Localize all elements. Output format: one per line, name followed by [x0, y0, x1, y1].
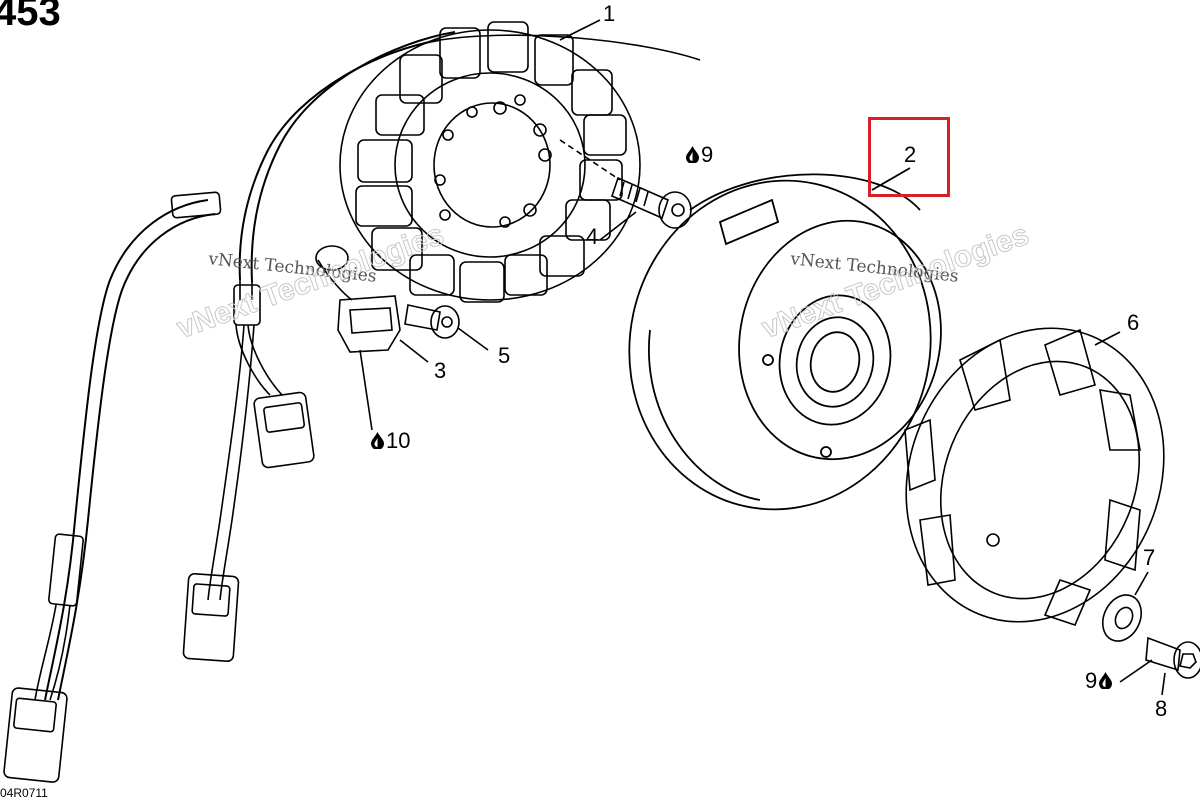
- callout-2: 2: [904, 142, 917, 167]
- callout-8: 8: [1155, 696, 1168, 721]
- page-number: 453: [0, 0, 61, 34]
- callout-9-top: 9: [684, 144, 713, 168]
- wiring-harness: [3, 31, 701, 783]
- screw-4: [559, 139, 692, 241]
- callout-7: 7: [1143, 545, 1156, 570]
- oil-drop-icon: [1097, 672, 1114, 692]
- washer-7: [1101, 571, 1149, 642]
- callout-10: 10: [369, 430, 410, 454]
- highlight-box-item-2: [868, 117, 950, 197]
- screw-5: [404, 304, 489, 351]
- reference-code: 04R0711: [0, 786, 48, 800]
- callout-5: 5: [498, 343, 511, 368]
- oil-drop-icon: [684, 146, 701, 166]
- callout-6: 6: [1127, 310, 1140, 335]
- pickup-sensor: [315, 245, 401, 431]
- flywheel-rotor: [628, 167, 942, 511]
- oil-drop-icon: [369, 432, 386, 452]
- callout-4: 4: [586, 224, 599, 249]
- callout-9-bottom: 9: [1085, 670, 1114, 694]
- stator: [339, 21, 641, 303]
- screw-8: [1119, 636, 1200, 696]
- callout-1: 1: [603, 1, 616, 26]
- ring-gear: [904, 327, 1165, 626]
- callout-3: 3: [434, 358, 447, 383]
